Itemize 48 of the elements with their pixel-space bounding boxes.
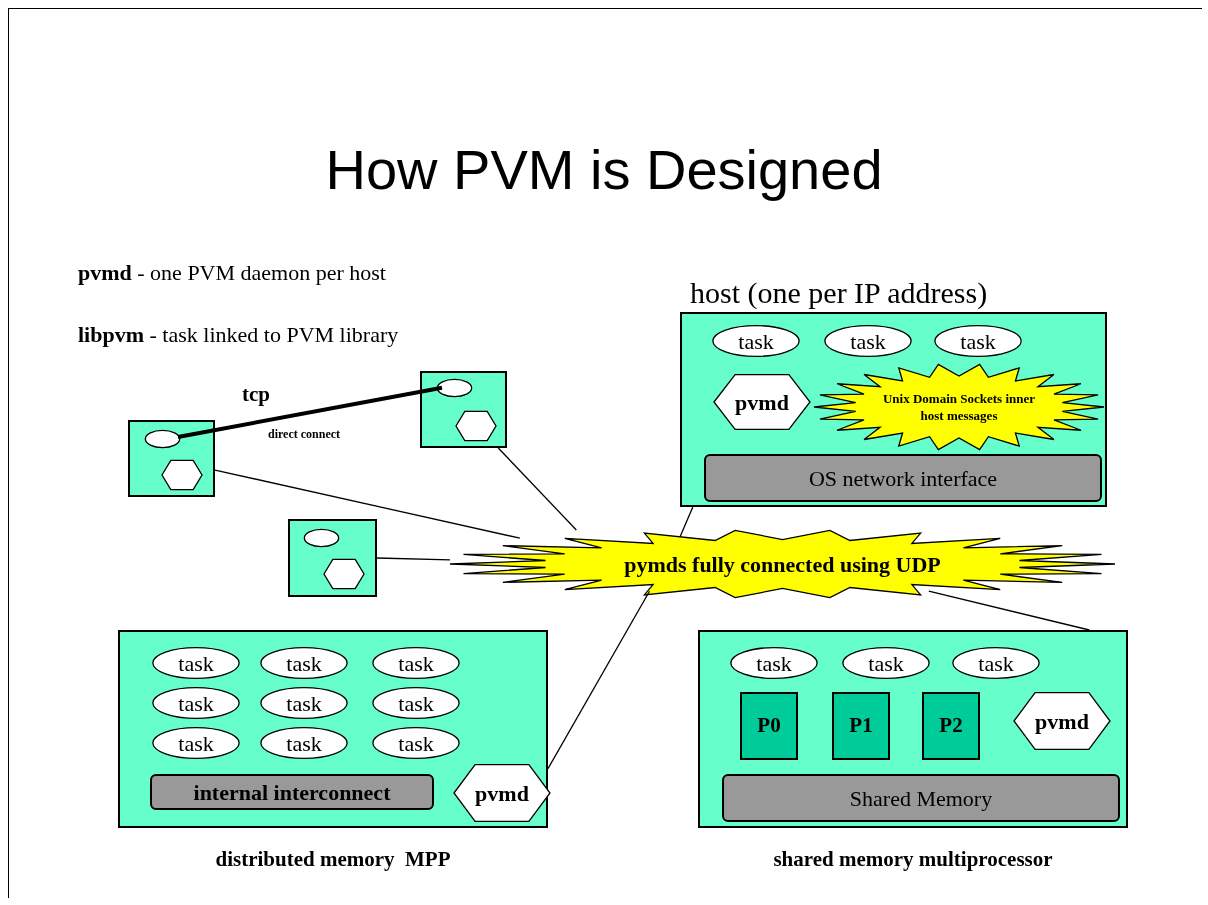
box-heading: host (one per IP address) (690, 275, 988, 311)
task-ellipse: task (152, 647, 240, 679)
daemon-hexagon (162, 460, 202, 490)
interconnect-bar: internal interconnect (150, 774, 434, 810)
connector-line (497, 447, 577, 531)
task-ellipse: task (934, 325, 1022, 357)
task-ellipse: task (152, 687, 240, 719)
connector-line (214, 469, 521, 539)
task-ellipse: task (372, 687, 460, 719)
task-ellipse (304, 529, 339, 547)
daemon-hexagon (456, 411, 496, 441)
pvmd-hexagon: pvmd (454, 764, 550, 822)
task-ellipse: task (372, 647, 460, 679)
connector-line (679, 506, 694, 538)
network-interface-bar: OS network interface (704, 454, 1102, 502)
task-ellipse: task (842, 647, 930, 679)
task-ellipse: task (952, 647, 1040, 679)
box-caption: shared memory multiprocessor (772, 846, 1054, 873)
pvmd-hexagon: pvmd (1014, 692, 1110, 750)
note-text: pvmd - one PVM daemon per host (78, 259, 386, 287)
note-text: libpvm - task linked to PVM library (78, 321, 399, 349)
processor-box: P2 (922, 692, 980, 760)
task-ellipse: task (730, 647, 818, 679)
pvmd-hexagon: pvmd (714, 374, 810, 430)
host-box (420, 371, 507, 448)
task-ellipse (145, 430, 180, 448)
connector-line (547, 590, 651, 770)
task-ellipse: task (260, 727, 348, 759)
task-ellipse: task (824, 325, 912, 357)
host-box (288, 519, 377, 597)
processor-box: P1 (832, 692, 890, 760)
task-ellipse: task (152, 727, 240, 759)
task-ellipse: task (712, 325, 800, 357)
connector-line (376, 557, 451, 561)
daemon-hexagon (324, 559, 364, 589)
network-starburst: pymds fully connected using UDP (450, 530, 1115, 598)
host-box (128, 420, 215, 497)
shared-memory-bar: Shared Memory (722, 774, 1120, 822)
note-text: direct connect (268, 426, 341, 443)
task-ellipse: task (372, 727, 460, 759)
connector-line (928, 590, 1090, 631)
slide-title: How PVM is Designed (324, 137, 884, 203)
task-ellipse: task (260, 647, 348, 679)
task-ellipse: task (260, 687, 348, 719)
socket-starburst: Unix Domain Sockets inner host messages (814, 364, 1104, 450)
processor-box: P0 (740, 692, 798, 760)
box-caption: distributed memory MPP (214, 846, 452, 873)
task-ellipse (437, 379, 472, 397)
